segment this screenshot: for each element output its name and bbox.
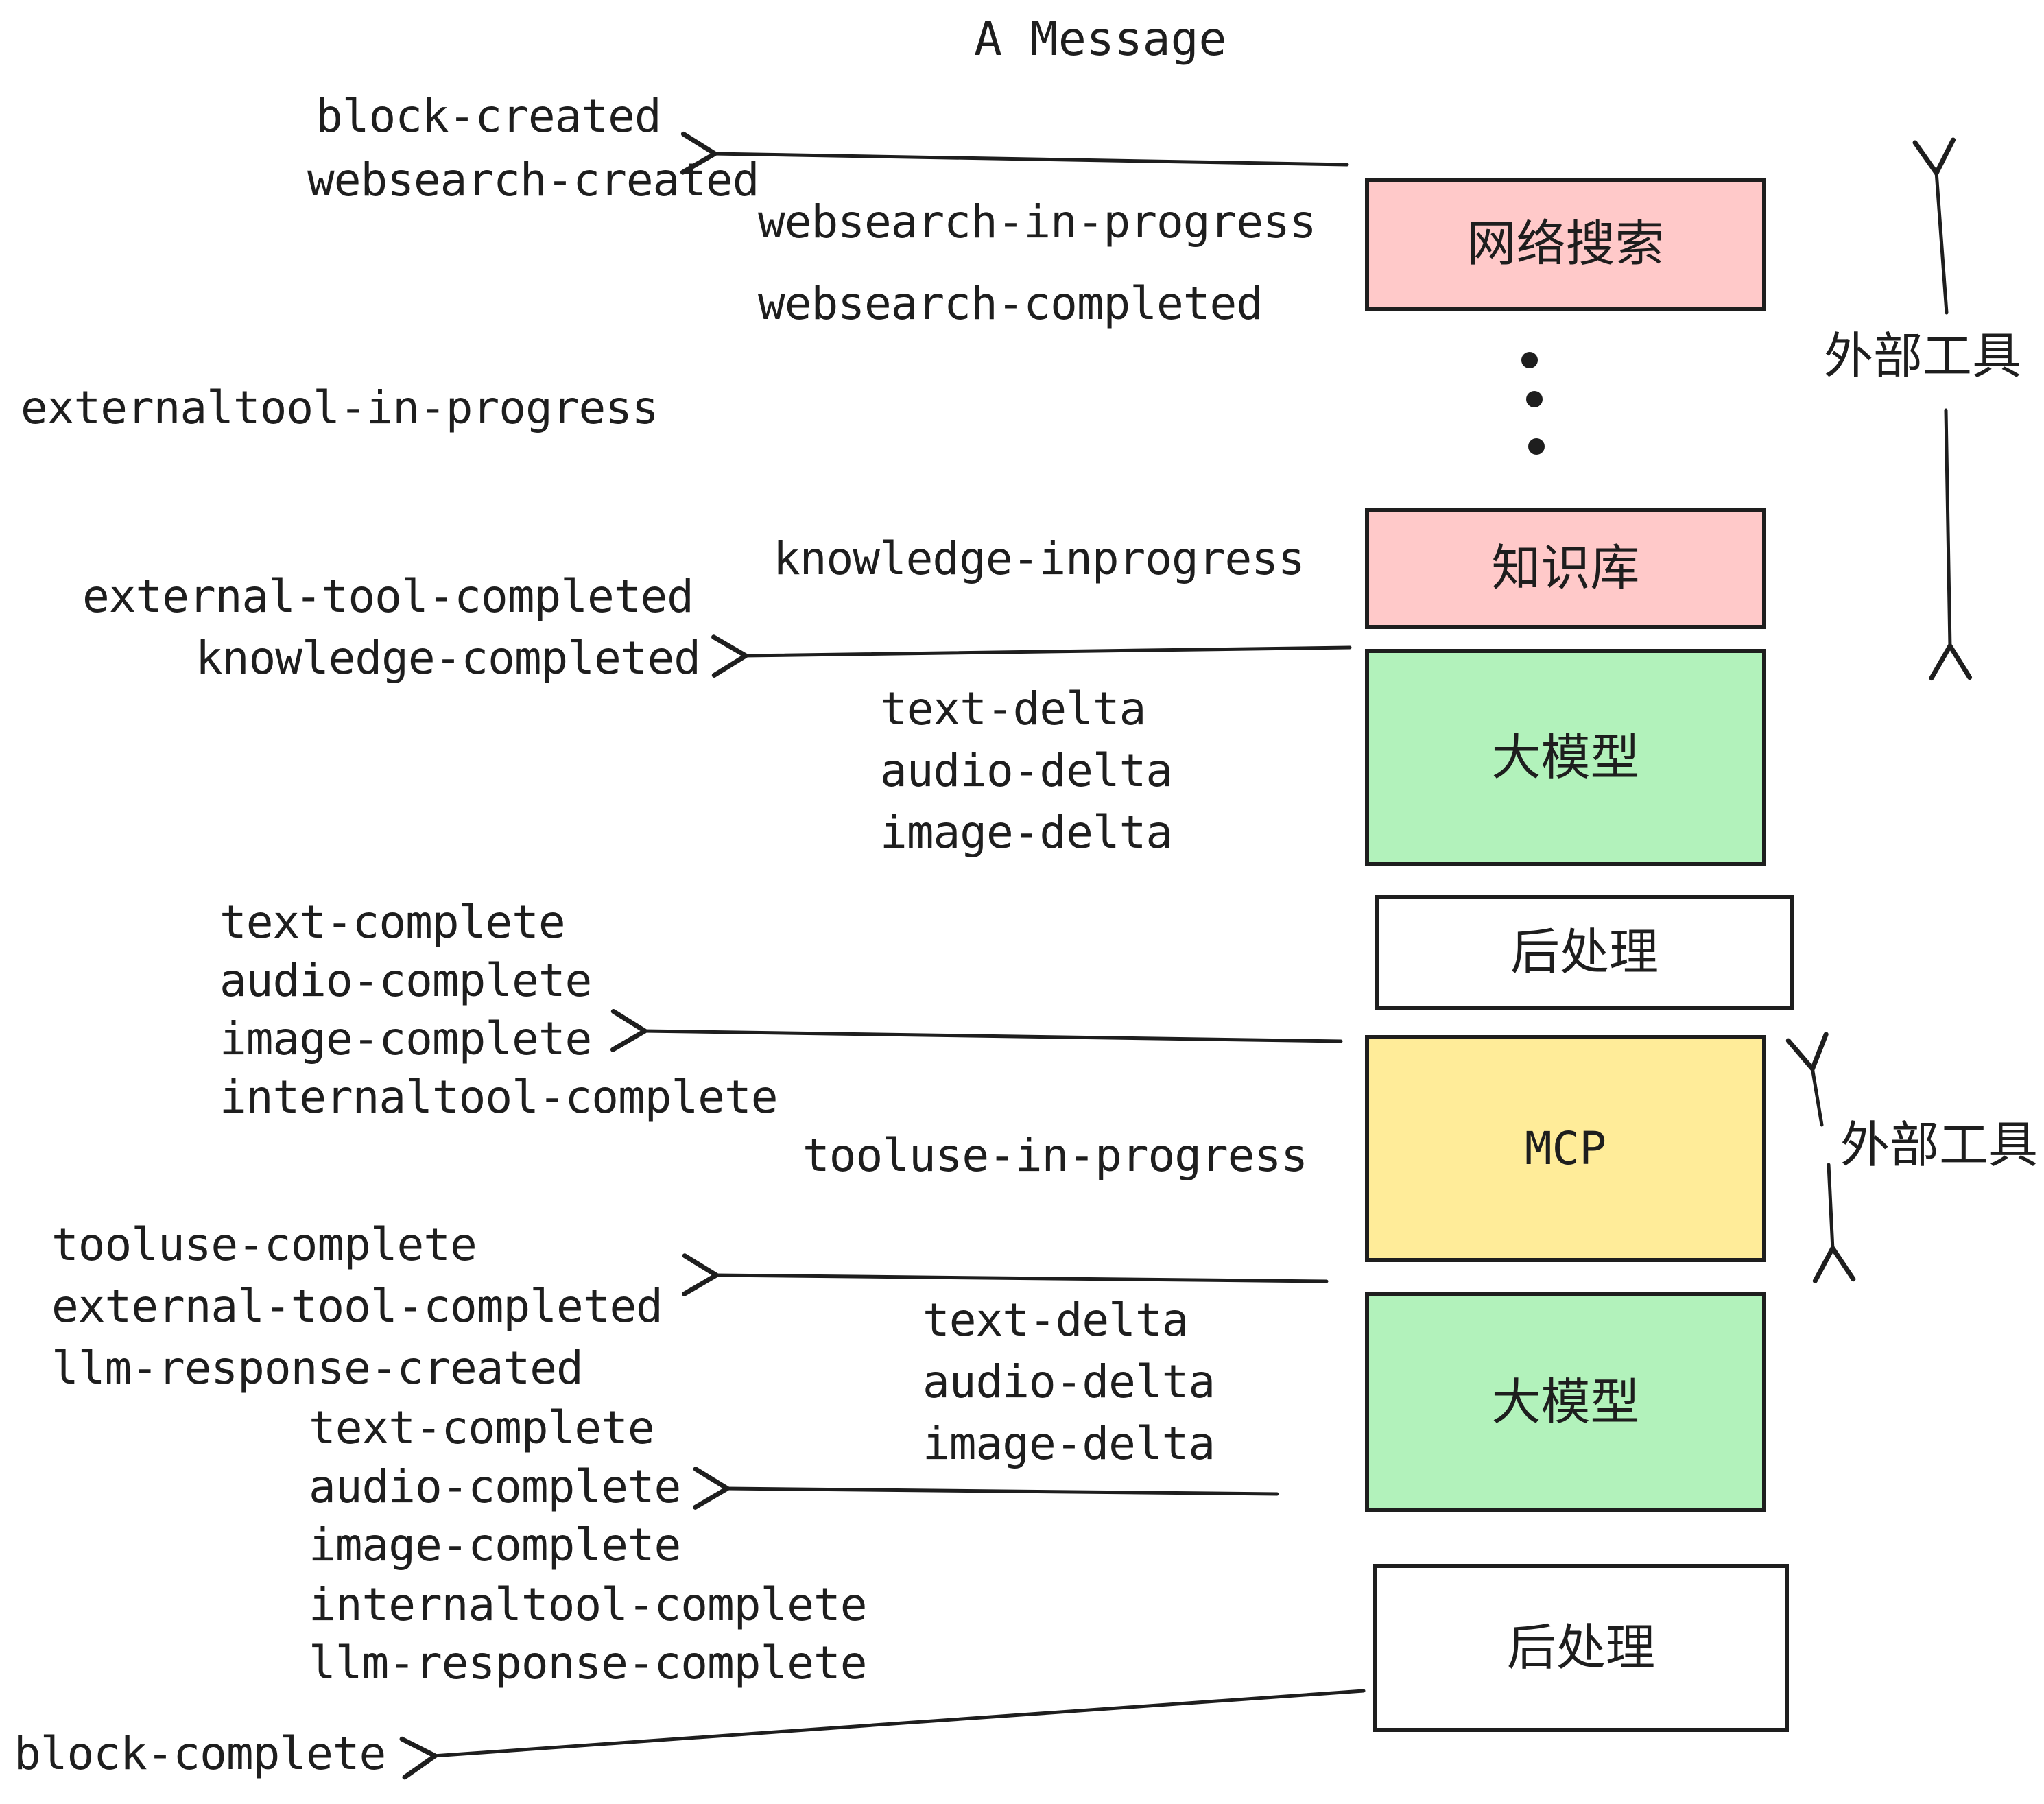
event-label-image-delta-2: image-delta — [923, 1417, 1215, 1470]
box-knowledge-base-label: 知识库 — [1491, 541, 1640, 596]
event-label-text-complete-2: text-complete — [309, 1401, 655, 1454]
arrow-external-tools-mcp-down — [1812, 1163, 1856, 1283]
box-postprocess-2: 后处理 — [1373, 1564, 1789, 1732]
arrow-external-tools-top-down — [1929, 408, 1973, 681]
box-llm-2-label: 大模型 — [1491, 1375, 1640, 1430]
event-label-internaltool-complete-2: internaltool-complete — [309, 1578, 867, 1631]
event-label-websearch-in-progress: websearch-in-progress — [758, 195, 1316, 248]
event-label-websearch-created: websearch-created — [307, 154, 760, 206]
event-label-llm-response-complete: llm-response-complete — [309, 1637, 867, 1689]
event-label-external-tool-completed-2: external-tool-completed — [51, 1280, 663, 1333]
event-label-audio-delta-2: audio-delta — [923, 1355, 1215, 1408]
arrow-llm1-to-knowledge-completed — [711, 634, 1352, 678]
event-label-text-delta-2: text-delta — [923, 1294, 1189, 1346]
event-label-block-created: block-created — [316, 90, 662, 143]
box-postprocess-2-label: 后处理 — [1506, 1620, 1655, 1676]
event-label-tooluse-in-progress: tooluse-in-progress — [803, 1129, 1308, 1182]
arrow-external-tools-mcp-up — [1785, 1032, 1829, 1127]
event-label-image-complete-2: image-complete — [309, 1519, 681, 1571]
diagram-title: A Message — [974, 12, 1227, 67]
ellipsis-dots — [1521, 352, 1545, 455]
arrow-postprocess1-to-image-complete — [610, 1009, 1343, 1052]
event-label-llm-response-created: llm-response-created — [51, 1342, 584, 1394]
event-label-text-complete: text-complete — [219, 896, 566, 949]
event-label-image-complete: image-complete — [219, 1012, 592, 1065]
event-label-websearch-completed: websearch-completed — [758, 277, 1263, 330]
box-websearch-label: 网络搜索 — [1466, 217, 1665, 272]
box-postprocess-1: 后处理 — [1375, 895, 1794, 1010]
box-knowledge-base: 知识库 — [1365, 508, 1766, 629]
arrow-postprocess2-to-block-complete — [399, 1689, 1366, 1780]
box-llm-1: 大模型 — [1365, 649, 1766, 866]
event-label-externaltool-in-progress: externaltool-in-progress — [21, 381, 659, 434]
event-label-knowledge-inprogress: knowledge-inprogress — [773, 532, 1305, 585]
event-label-external-tool-completed: external-tool-completed — [82, 570, 694, 623]
event-label-internaltool-complete: internaltool-complete — [219, 1071, 778, 1124]
event-label-block-complete: block-complete — [14, 1727, 386, 1780]
box-mcp-label: MCP — [1524, 1121, 1607, 1175]
event-label-image-delta: image-delta — [880, 806, 1173, 859]
side-label-external-tools-top: 外部工具 — [1824, 329, 2022, 384]
ellipsis-dot — [1526, 391, 1543, 407]
ellipsis-dot — [1521, 352, 1538, 368]
side-label-external-tools-mcp: 外部工具 — [1840, 1118, 2039, 1173]
event-label-audio-delta: audio-delta — [880, 744, 1173, 797]
event-label-audio-complete-2: audio-complete — [309, 1460, 681, 1513]
box-websearch: 网络搜索 — [1365, 178, 1766, 311]
box-postprocess-1-label: 后处理 — [1510, 925, 1659, 980]
arrow-llm2-to-audio-complete — [693, 1467, 1279, 1510]
event-label-knowledge-completed: knowledge-completed — [195, 632, 701, 685]
ellipsis-dot — [1528, 438, 1545, 455]
box-llm-2: 大模型 — [1365, 1292, 1766, 1512]
arrow-websearch-to-block-created — [680, 131, 1349, 175]
event-label-tooluse-complete: tooluse-complete — [51, 1218, 477, 1271]
box-mcp: MCP — [1365, 1035, 1766, 1262]
event-label-audio-complete: audio-complete — [219, 954, 592, 1007]
box-llm-1-label: 大模型 — [1491, 730, 1640, 785]
arrow-external-tools-top-up — [1912, 137, 1956, 315]
arrow-mcp-to-tooluse-complete — [682, 1253, 1329, 1296]
event-label-text-delta: text-delta — [880, 683, 1146, 735]
